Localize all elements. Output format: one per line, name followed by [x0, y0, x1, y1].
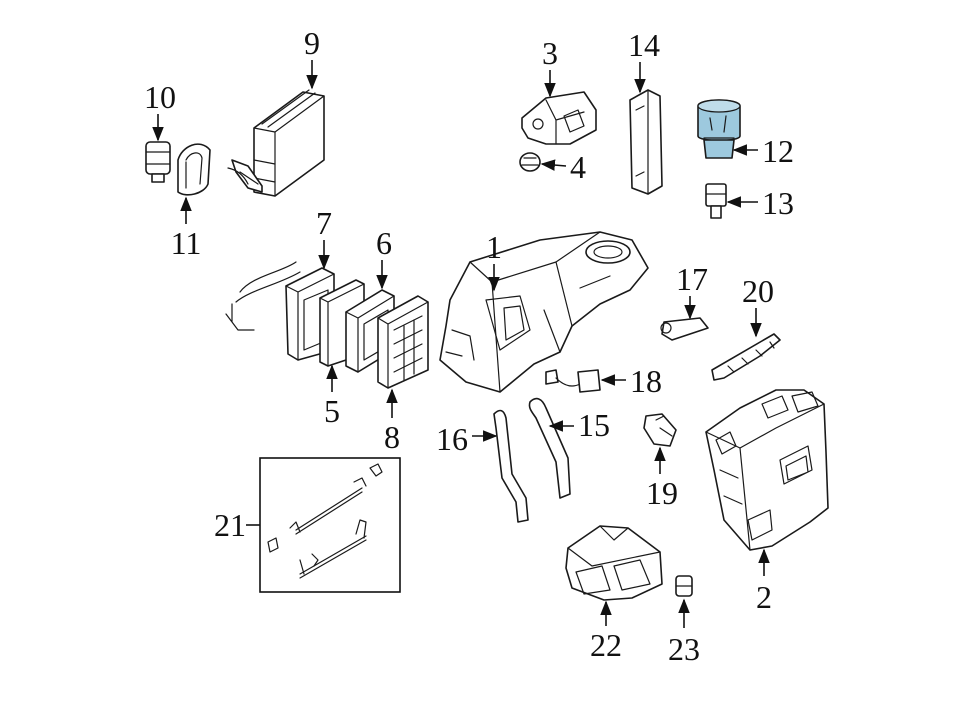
part-11-seal[interactable] — [177, 143, 211, 196]
part-10-expansion-valve[interactable] — [145, 141, 171, 183]
part-13-sensor[interactable] — [705, 183, 727, 219]
part-7-heater-core[interactable] — [225, 261, 335, 361]
part-19-sensor[interactable] — [643, 413, 677, 447]
callout-14: 14 — [628, 27, 660, 63]
callout-17: 17 — [676, 261, 708, 297]
callout-21: 21 — [214, 507, 246, 543]
callout-9: 9 — [304, 25, 320, 61]
callout-20: 20 — [742, 273, 774, 309]
part-16-hose[interactable] — [493, 409, 529, 523]
callout-13: 13 — [762, 185, 794, 221]
part-23-clip[interactable] — [675, 575, 693, 597]
callout-11: 11 — [171, 225, 202, 261]
part-21-rod-kit[interactable] — [259, 457, 401, 593]
part-4-fastener[interactable] — [519, 152, 541, 172]
leader-4 — [540, 159, 567, 171]
callout-8: 8 — [384, 419, 400, 455]
part-8-cabin-filter[interactable] — [377, 295, 429, 389]
callout-19: 19 — [646, 475, 678, 511]
callout-12: 12 — [762, 133, 794, 169]
callout-1: 1 — [486, 229, 502, 265]
callout-6: 6 — [376, 225, 392, 261]
callout-23: 23 — [668, 631, 700, 667]
callout-10: 10 — [144, 79, 176, 115]
part-9-evaporator-core[interactable] — [227, 89, 325, 197]
callout-7: 7 — [316, 205, 332, 241]
part-3-housing-section[interactable] — [521, 91, 597, 145]
part-21-box — [259, 457, 401, 593]
callout-15: 15 — [578, 407, 610, 443]
part-12-blower-motor[interactable] — [697, 99, 741, 159]
callout-4: 4 — [570, 149, 586, 185]
callout-2: 2 — [756, 579, 772, 615]
callout-16: 16 — [436, 421, 468, 457]
callouts: 9 10 11 3 4 14 12 13 1 7 6 5 — [144, 25, 794, 667]
callout-3: 3 — [542, 35, 558, 71]
part-17-actuator[interactable] — [660, 317, 709, 341]
part-20-bracket[interactable] — [711, 333, 781, 381]
part-18-connector[interactable] — [545, 369, 601, 393]
part-15-hose[interactable] — [528, 397, 571, 499]
part-22-vent-duct[interactable] — [565, 525, 663, 601]
callout-18: 18 — [630, 363, 662, 399]
callout-5: 5 — [324, 393, 340, 429]
callout-22: 22 — [590, 627, 622, 663]
part-1-main-housing[interactable] — [439, 231, 649, 393]
part-14-duct-panel[interactable] — [629, 89, 663, 195]
part-2-distribution-housing[interactable] — [705, 389, 829, 551]
